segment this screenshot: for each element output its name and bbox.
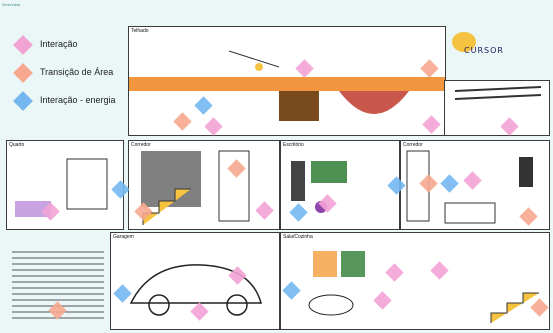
overview-tag: Overview (2, 2, 20, 7)
roof-side-illustration (445, 81, 549, 135)
legend-label: Transição de Área (40, 66, 120, 78)
legend-item-transicao: Transição de Área (12, 60, 122, 88)
room-corredor-a: Corredor (128, 140, 280, 230)
legend-item-energia: Interação - energia (12, 88, 122, 124)
brand-name: CURSOR (464, 46, 504, 55)
room-telhado-lado (444, 80, 550, 136)
living-kitchen-illustration (281, 233, 549, 329)
room-quarto: Quarto (6, 140, 124, 230)
room-sala-cozinha: Sala/Cozinha (280, 232, 550, 330)
hallway-illustration (129, 141, 279, 229)
legend-label: Interação - energia (40, 94, 120, 106)
legend: Interação Transição de Área Interação - … (12, 32, 122, 124)
blue-diamond-icon (13, 91, 33, 111)
orange-diamond-icon (13, 63, 33, 83)
legend-label: Interação (40, 38, 120, 50)
legend-item-interacao: Interação (12, 32, 122, 60)
pink-diamond-icon (13, 35, 33, 55)
brand-logo: CURSOR (452, 32, 522, 62)
bedroom-illustration (7, 141, 123, 229)
